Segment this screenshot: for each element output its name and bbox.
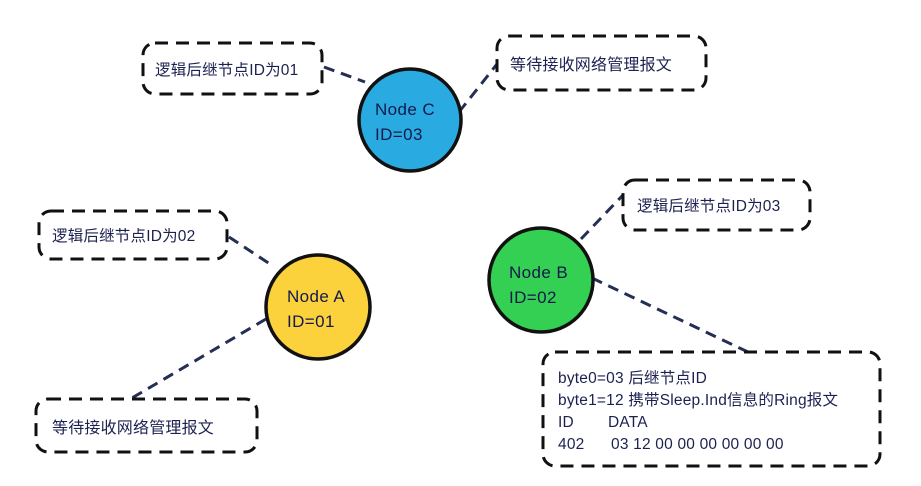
annotation-node-a-waiting: 等待接收网络管理报文: [52, 419, 215, 437]
connector-boxa02-to-nodea: [228, 235, 274, 268]
node-b-label: Node B ID=02: [509, 260, 568, 310]
node-c-name: Node C: [375, 100, 436, 119]
annotation-node-a-successor: 逻辑后继节点ID为02: [52, 228, 196, 245]
annotation-box-node-a-waiting: [34, 397, 259, 454]
node-c-id: ID=03: [375, 125, 423, 144]
connector-nodea-to-waitbox: [131, 317, 267, 400]
annotation-node-c-successor: 逻辑后继节点ID为01: [155, 61, 299, 79]
node-b-circle: [487, 226, 595, 334]
node-a-id: ID=01: [287, 312, 335, 331]
node-a-name: Node A: [287, 287, 346, 306]
annotation-box-node-c-successor: [141, 41, 324, 96]
message-data-header: DATA: [608, 414, 648, 431]
connector-boxc01-to-nodec: [323, 65, 366, 84]
connector-nodeb-to-messagebox: [591, 276, 749, 354]
node-a-circle: [264, 253, 372, 361]
message-byte1-line: byte1=12 携带Sleep.Ind信息的Ring报文: [558, 392, 839, 409]
annotation-box-node-b-successor: [621, 178, 812, 232]
node-b-id: ID=02: [509, 288, 557, 307]
annotation-box-node-c-waiting: [495, 34, 708, 92]
node-c-label: Node C ID=03: [375, 97, 435, 147]
annotation-box-node-a-successor: [37, 209, 229, 261]
node-a-label: Node A ID=01: [287, 284, 345, 334]
message-table-row: 402 03 12 00 00 00 00 00 00: [558, 434, 880, 456]
connector-nodeb-to-box03: [579, 193, 625, 241]
message-detail-box-border: [541, 350, 882, 468]
annotation-node-c-waiting: 等待接收网络管理报文: [510, 57, 673, 74]
node-c-circle: [357, 67, 463, 173]
node-b-name: Node B: [509, 263, 569, 282]
message-detail-box: byte0=03 后继节点ID byte1=12 携带Sleep.Ind信息的R…: [543, 352, 880, 466]
message-data-value: 03 12 00 00 00 00 00 00: [611, 436, 784, 453]
message-table-header: ID DATA: [558, 412, 880, 434]
message-id-value: 402: [558, 436, 585, 453]
annotation-node-b-successor: 逻辑后继节点ID为03: [637, 198, 781, 215]
message-id-header: ID: [558, 414, 574, 431]
message-byte0-line: byte0=03 后继节点ID: [558, 370, 708, 387]
connector-nodec-to-waitbox: [457, 63, 499, 113]
